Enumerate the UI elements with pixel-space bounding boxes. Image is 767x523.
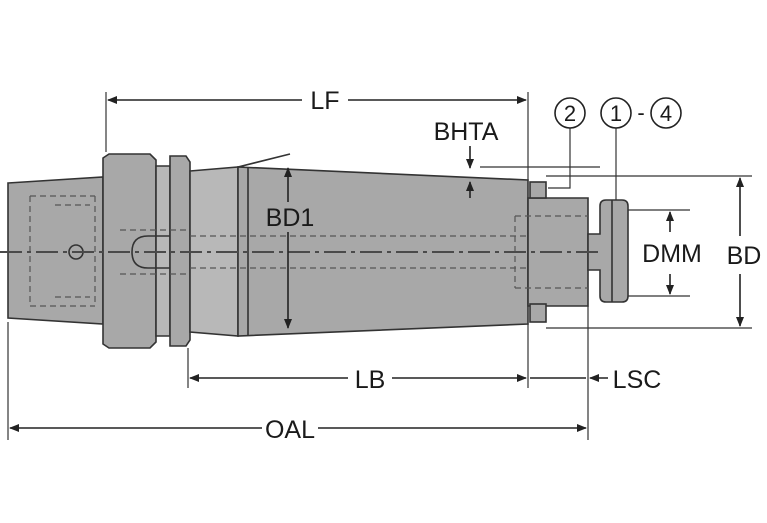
drive-key-bottom <box>529 303 547 323</box>
callout-4-label: 4 <box>660 101 672 126</box>
callout-2-leader <box>548 128 571 189</box>
callout-separator: - <box>637 100 644 125</box>
callout-2-label: 2 <box>564 101 576 126</box>
label-bhta: BHTA <box>434 118 499 146</box>
callout-4-circle <box>650 97 682 129</box>
label-bd: BD <box>727 242 762 270</box>
label-lsc: LSC <box>613 366 662 394</box>
label-lb: LB <box>355 366 386 394</box>
label-bd1: BD1 <box>266 204 315 232</box>
callouts: 2 1 - 4 <box>548 97 682 200</box>
extension-lines <box>7 92 752 440</box>
callout-1-circle <box>600 97 632 129</box>
label-dmm: DMM <box>642 240 702 268</box>
label-lf: LF <box>310 87 339 115</box>
dimension-lines <box>9 96 744 432</box>
label-oal: OAL <box>265 416 315 444</box>
callout-1-label: 1 <box>610 101 622 126</box>
callout-2-circle <box>554 97 586 129</box>
shank <box>7 176 104 325</box>
dimension-labels: LF BHTA BD1 DMM BD LB LSC OAL <box>265 87 761 444</box>
drive-key-top <box>529 181 547 199</box>
